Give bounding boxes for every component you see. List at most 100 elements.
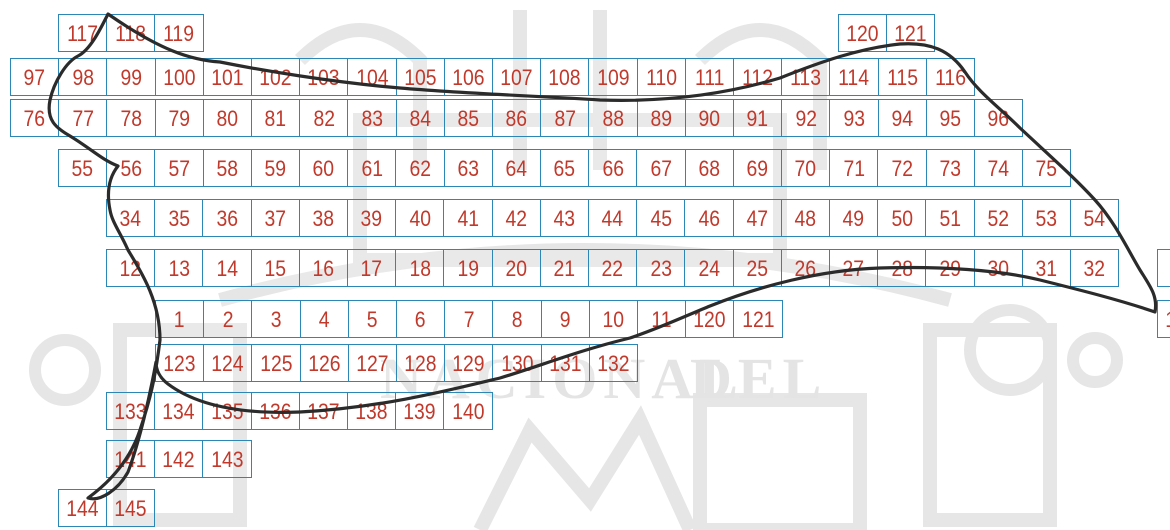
grid-cell: 96 (974, 99, 1023, 137)
grid-cell-label: 43 (554, 200, 576, 238)
grid-cell: 37 (251, 199, 300, 237)
grid-cell-label: 28 (891, 250, 913, 288)
grid-cell: 5 (348, 300, 397, 338)
grid-cell: 17 (347, 249, 396, 287)
grid-cell: 121 (886, 14, 935, 52)
grid-cell-label: 95 (940, 100, 962, 138)
grid-cell: 11 (637, 300, 686, 338)
grid-cell-label: 10 (603, 301, 625, 339)
grid-cell: 80 (203, 99, 252, 137)
grid-cell: 115 (878, 58, 927, 96)
grid-cell: 141 (106, 440, 155, 478)
grid-cell: 123 (155, 344, 204, 382)
grid-cell: 48 (781, 199, 830, 237)
grid-cell-label: 111 (695, 59, 724, 97)
grid-cell-label: 135 (211, 393, 243, 431)
grid-cell-label: 40 (409, 200, 431, 238)
grid-cell: 92 (781, 99, 830, 137)
grid-cell: 108 (540, 58, 589, 96)
grid-cell: 145 (106, 489, 155, 527)
grid-cell: 39 (347, 199, 396, 237)
grid-cell: 112 (733, 58, 782, 96)
grid-cell: 19 (443, 249, 492, 287)
grid-cell: 28 (877, 249, 926, 287)
grid-cell-label: 143 (211, 441, 243, 479)
grid-cell: 23 (636, 249, 685, 287)
grid-cell: 42 (492, 199, 541, 237)
grid-cell-label: 145 (115, 490, 147, 528)
grid-cell: 98 (58, 58, 107, 96)
grid-cell: 131 (541, 344, 590, 382)
grid-cell-label: 60 (313, 150, 335, 188)
grid-cell: 125 (251, 344, 300, 382)
grid-cell: 117 (58, 14, 107, 52)
grid-cell: 129 (444, 344, 493, 382)
grid-cell: 69 (733, 149, 782, 187)
grid-cell: 78 (106, 99, 155, 137)
grid-cell: 82 (299, 99, 348, 137)
grid-cell: 137 (299, 392, 348, 430)
grid-cell-label: 115 (887, 59, 918, 97)
grid-cell: 57 (154, 149, 203, 187)
grid-cell-label: 89 (650, 100, 672, 138)
grid-cell: 79 (155, 99, 204, 137)
grid-cell: 9 (541, 300, 590, 338)
grid-cell: 139 (395, 392, 444, 430)
grid-cell-label: 94 (891, 100, 913, 138)
grid-cell-label: 73 (939, 150, 961, 188)
grid-cell-label: 46 (698, 200, 720, 238)
grid-cell-label: 138 (355, 393, 387, 431)
grid-cell: 124 (203, 344, 252, 382)
grid-cell-label: 71 (843, 150, 865, 188)
grid-cell: 111 (685, 58, 734, 96)
grid-cell-label: 82 (313, 100, 335, 138)
grid-cell: 59 (251, 149, 300, 187)
grid-cell: 126 (300, 344, 349, 382)
grid-cell: 51 (925, 199, 974, 237)
grid-cell-label: 128 (404, 345, 436, 383)
grid-cell-label: 136 (259, 393, 291, 431)
grid-cell: 128 (396, 344, 445, 382)
grid-cell: 18 (395, 249, 444, 287)
grid-cell: 29 (925, 249, 974, 287)
grid-cell-label: 83 (361, 100, 383, 138)
grid-cell: 113 (781, 58, 830, 96)
grid-cell-label: 37 (264, 200, 286, 238)
grid-cell: 84 (396, 99, 445, 137)
grid-cell-label: 78 (120, 100, 142, 138)
grid-cell: 65 (540, 149, 589, 187)
grid-cell: 76 (10, 99, 59, 137)
grid-cell: 20 (492, 249, 541, 287)
grid-cell: 140 (443, 392, 492, 430)
grid-cell-label: 131 (549, 345, 581, 383)
grid-cell: 41 (443, 199, 492, 237)
grid-cell: 116 (926, 58, 975, 96)
grid-cell: 16 (299, 249, 348, 287)
grid-cell-label: 126 (308, 345, 340, 383)
grid-cell: 61 (347, 149, 396, 187)
grid-cell-label: 130 (501, 345, 533, 383)
grid-cell-label: 18 (409, 250, 431, 288)
grid-cell-label: 113 (790, 59, 821, 97)
grid-cell-label: 80 (217, 100, 239, 138)
grid-cell-label: 119 (164, 15, 195, 53)
grid-cell-label: 88 (602, 100, 624, 138)
grid-cell-label: 3 (271, 301, 282, 339)
grid-cell-label: 76 (24, 100, 46, 138)
grid-cell: 44 (588, 199, 637, 237)
grid-cell-label: 100 (163, 59, 195, 97)
grid-cell: 49 (829, 199, 878, 237)
grid-cell: 56 (106, 149, 155, 187)
grid-cell: 138 (347, 392, 396, 430)
grid-cell: 71 (829, 149, 878, 187)
grid-cell-label: 5 (367, 301, 378, 339)
grid-cell-label: 45 (650, 200, 672, 238)
grid-cell-label: 17 (361, 250, 383, 288)
grid-cell: 110 (637, 58, 686, 96)
grid-cell-label: 15 (264, 250, 286, 288)
grid-cell-label: 22 (602, 250, 624, 288)
grid-cell-label: 13 (168, 250, 190, 288)
grid-cell-label: 55 (72, 150, 94, 188)
grid-cell: 30 (974, 249, 1023, 287)
grid-cell-label: 84 (409, 100, 431, 138)
